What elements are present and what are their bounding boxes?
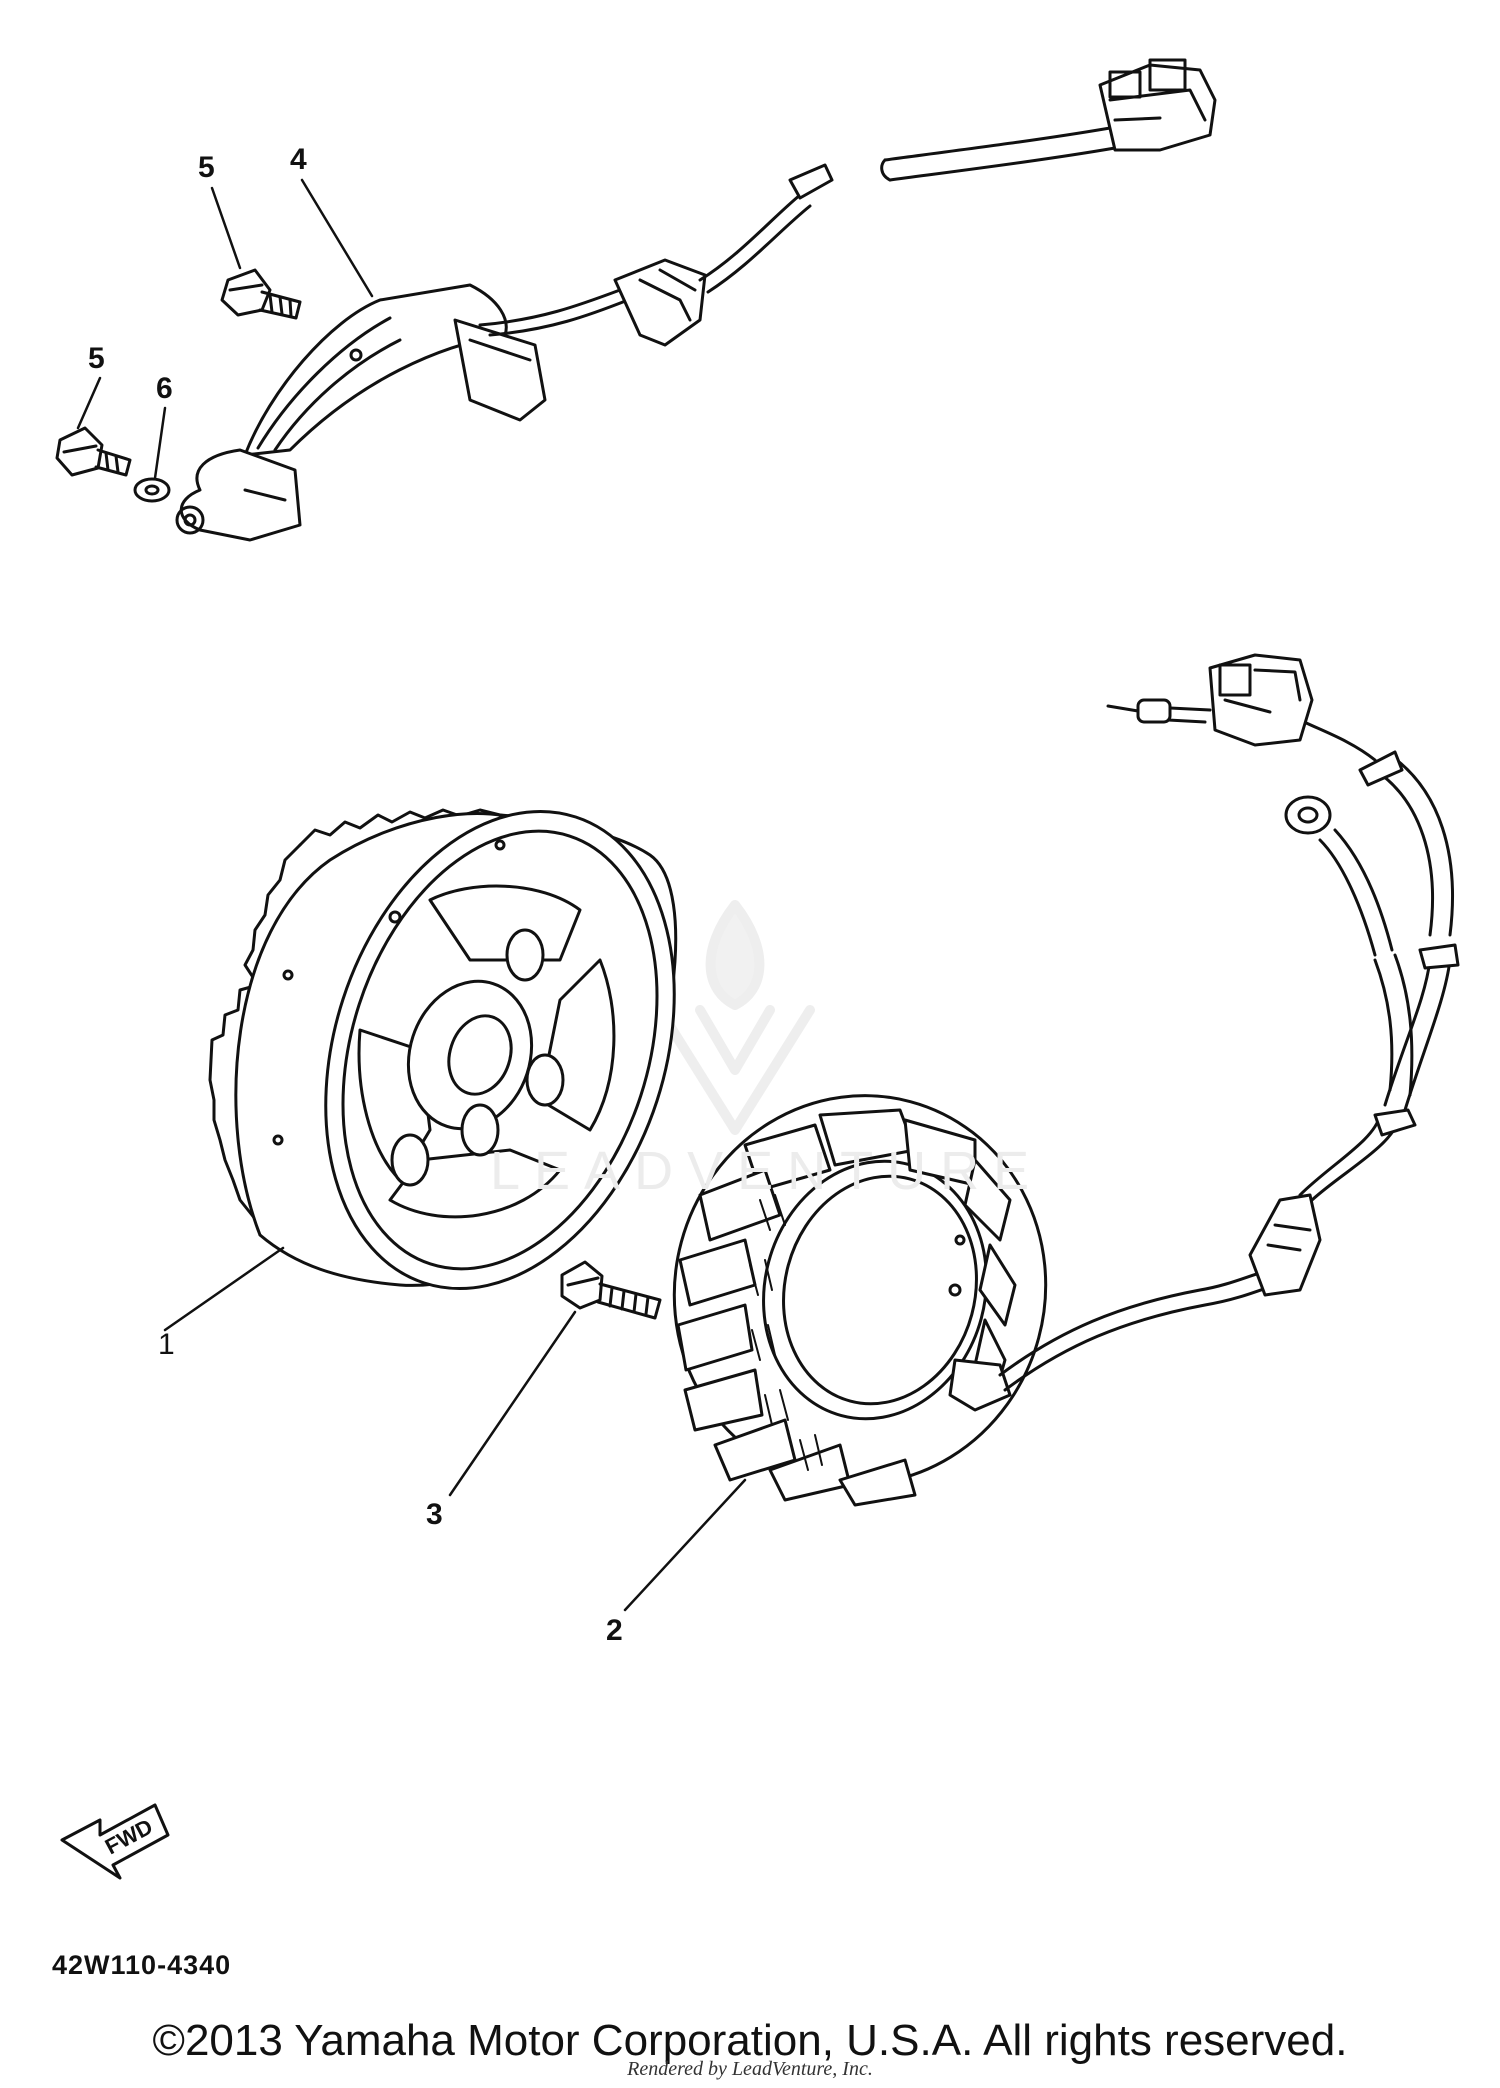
stator-bolt-icon [560,1260,662,1320]
leader-line-2 [623,1478,747,1612]
screw-left-icon [55,426,132,477]
watermark-logo [655,900,815,1135]
watermark-text: LEADVENTURE [490,1141,1044,1201]
leader-line-1 [163,1246,285,1332]
screw-top-icon [220,268,302,320]
callout-2: 2 [606,1614,623,1647]
leader-line-3 [448,1310,577,1497]
flywheel-rotor [208,808,678,1291]
washer-icon [133,477,171,503]
leader-lines-top [76,178,374,480]
pickup-coil [175,58,1217,542]
callout-4: 4 [290,143,307,176]
fwd-arrow-icon [60,1803,170,1880]
callout-3: 3 [426,1498,443,1531]
callout-5-left: 5 [88,342,105,375]
diagram-code: 42W110-4340 [52,1950,232,1980]
stator-assembly [672,653,1460,1507]
rendered-by-notice: Rendered by LeadVenture, Inc. [627,2058,873,2080]
callout-6: 6 [156,372,173,405]
callout-5-top: 5 [198,151,215,184]
callout-1: 1 [158,1328,175,1361]
copyright-notice: ©2013 Yamaha Motor Corporation, U.S.A. A… [152,2016,1348,2065]
